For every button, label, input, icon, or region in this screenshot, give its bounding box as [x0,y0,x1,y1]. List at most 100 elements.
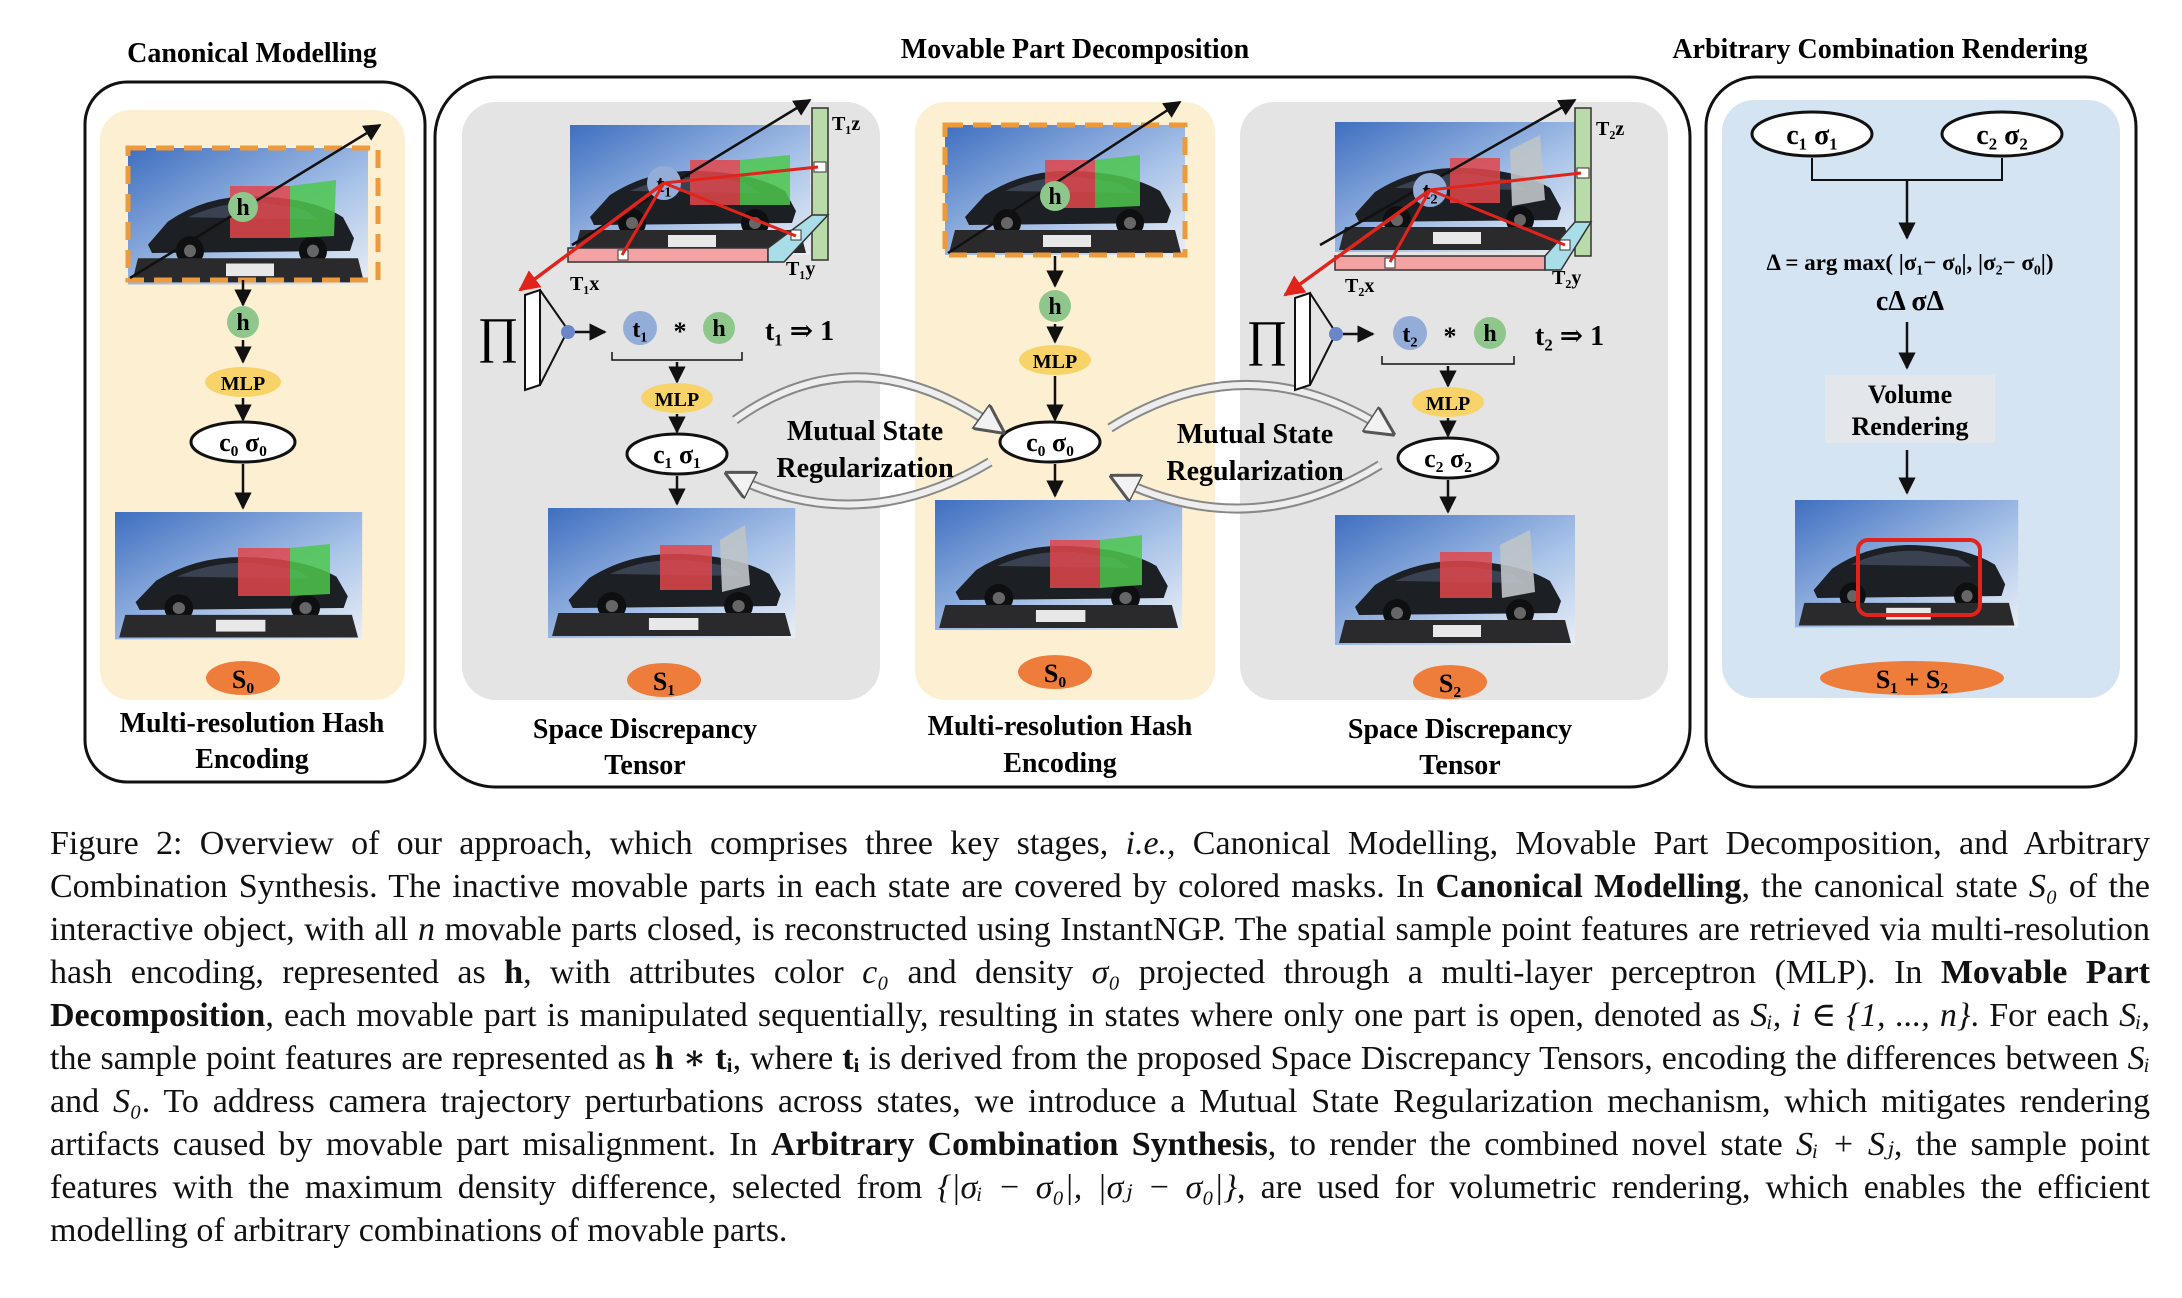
h-label: h [236,195,249,221]
arb-c1-sigma1-node: c₁ σ₁ [1750,110,1874,158]
t1x-label: T₁x [570,273,599,295]
h-label: h [1048,294,1061,320]
t2z-label: T₂z [1596,118,1624,140]
h-node-image: h [228,192,258,222]
mutual-left-line2: Regularization [776,453,954,484]
t1z-label: T₁z [832,113,860,135]
sdt2-render-image [1335,515,1575,645]
mutual-reg-left: Mutual State Regularization [730,372,1000,510]
state-badge-s0-left: S₀ [206,661,280,695]
c0-sigma0-node-canonical: c₀ σ₀ [189,420,297,464]
h-label: h [712,316,725,342]
state-s2-label: S₂ [1439,669,1461,698]
star-op-1: * [674,317,687,346]
movable-frame [433,75,1692,789]
mutual-right-line2: Regularization [1166,456,1344,487]
c2-sigma2-node: c₂ σ₂ [1396,436,1500,480]
sdt2-label-2: Tensor [1419,750,1500,781]
tensor-plane-t1z [811,107,829,261]
state-s12-label: S₁ + S₂ [1876,665,1949,694]
sdt1-label-1: Space Discrepancy [533,714,757,745]
arb-c2-sigma2-label: c₂ σ₂ [1976,120,2027,151]
t2-implies: t₂ ⇒ 1 [1535,321,1604,352]
c1-sigma1-node: c₁ σ₁ [625,432,729,476]
state-badge-s1: S₁ [627,663,701,697]
stage-title-canonical: Canonical Modelling [127,38,377,69]
hash-mid-label-1: Multi-resolution Hash [928,711,1193,742]
hash-left-label-2: Encoding [195,744,309,775]
arb-c1-sigma1-label: c₁ σ₁ [1786,120,1837,151]
h-label: h [236,310,249,336]
arb-c2-sigma2-node: c₂ σ₂ [1940,110,2064,158]
state-badge-s2: S₂ [1413,665,1487,699]
volume-rendering-box: Volume Rendering [1825,375,1995,443]
arbitrary-render-image [1795,500,2019,628]
red-line-t1-zplane [663,165,819,185]
t1-label: t₁ [632,317,647,343]
red-line-t2-zplane [1429,171,1582,192]
state-badge-s0-mid: S₀ [1018,655,1092,689]
state-s1-label: S₁ [653,667,675,696]
vr-line1: Volume [1868,380,1952,409]
sdt1-input-image [570,98,812,255]
mlp-canonical: MLP [205,367,281,397]
mlp-sdt1: MLP [641,383,713,413]
c-delta-sigma-delta: cΔ σΔ [1876,286,1945,317]
vr-line2: Rendering [1852,412,1969,441]
mlp-label: MLP [1033,351,1077,373]
h-node-canonical: h [227,306,259,338]
star-op-2: * [1444,322,1457,351]
sdt1-render-image [548,508,796,638]
t1y-label: T₁y [786,258,815,280]
t2-node-eq: t₂ [1393,316,1427,350]
red-line-t2-yplane [1429,188,1566,247]
mlp-label: MLP [221,373,265,395]
state-badge-s1-s2: S₁ + S₂ [1820,661,2004,695]
tensor-plane-t2z [1574,107,1592,257]
stage-title-movable: Movable Part Decomposition [901,34,1250,65]
h-node-eq2: h [1474,317,1506,349]
t2y-label: T₂y [1552,267,1581,289]
sdt1-label-2: Tensor [604,750,685,781]
red-arrow-t2-x [1283,188,1432,297]
mutual-right-line1: Mutual State [1177,419,1333,450]
t1-implies: t₁ ⇒ 1 [765,316,834,347]
sdt2-label-1: Space Discrepancy [1348,714,1572,745]
t2-label: t₂ [1402,322,1417,348]
h-label: h [1483,321,1496,347]
red-line-t2-xplane [1388,189,1432,263]
figure-caption: Figure 2: Overview of our approach, whic… [50,825,2151,1249]
t1-node-eq: t₁ [623,311,657,345]
sdt2-input-image [1319,98,1577,252]
mutual-left-line1: Mutual State [787,416,943,447]
red-line-t1-xplane [620,182,666,256]
state-s0-label: S₀ [1044,659,1066,688]
mlp-mid: MLP [1019,345,1091,375]
mlp-label: MLP [1426,393,1470,415]
arbitrary-frame [1704,75,2138,789]
canonical-render-image [115,512,363,640]
red-line-t1-yplane [663,181,797,238]
hash-left-label-1: Multi-resolution Hash [120,708,385,739]
caption-bold-arbitrary: Arbitrary Combination Synthesis [770,1126,1268,1163]
hash-mid-label-2: Encoding [1003,748,1117,779]
red-arrow-t1-x [518,181,666,292]
caption-bold-movable: Movable Part Decomposition [50,954,2150,1034]
delta-formula: Δ = arg max( |σ₁− σ₀|, |σ₂− σ₀|) [1766,250,2053,275]
c2-sigma2-label: c₂ σ₂ [1424,444,1472,473]
mid-render-image [935,500,1183,630]
h-node-mid-image: h [1040,181,1070,211]
tensor-plane-t1x [567,247,769,263]
prod-label: ∏ [477,307,518,363]
stage-title-arbitrary: Arbitrary Combination Rendering [1672,34,2087,65]
c0-sigma0-node-mid: c₀ σ₀ [998,420,1102,464]
method-overview-diagram: Canonical Modelling Movable Part Decompo… [83,34,2138,789]
mlp-label: MLP [655,389,699,411]
tensor-plane-t2x [1334,255,1546,271]
canonical-frame [83,80,427,784]
c1-sigma1-label: c₁ σ₁ [653,440,701,469]
mlp-sdt2: MLP [1412,387,1484,417]
h-label: h [1048,184,1061,210]
caption-label: Figure 2: [50,825,183,862]
product-symbol-1: ∏ [477,288,570,392]
